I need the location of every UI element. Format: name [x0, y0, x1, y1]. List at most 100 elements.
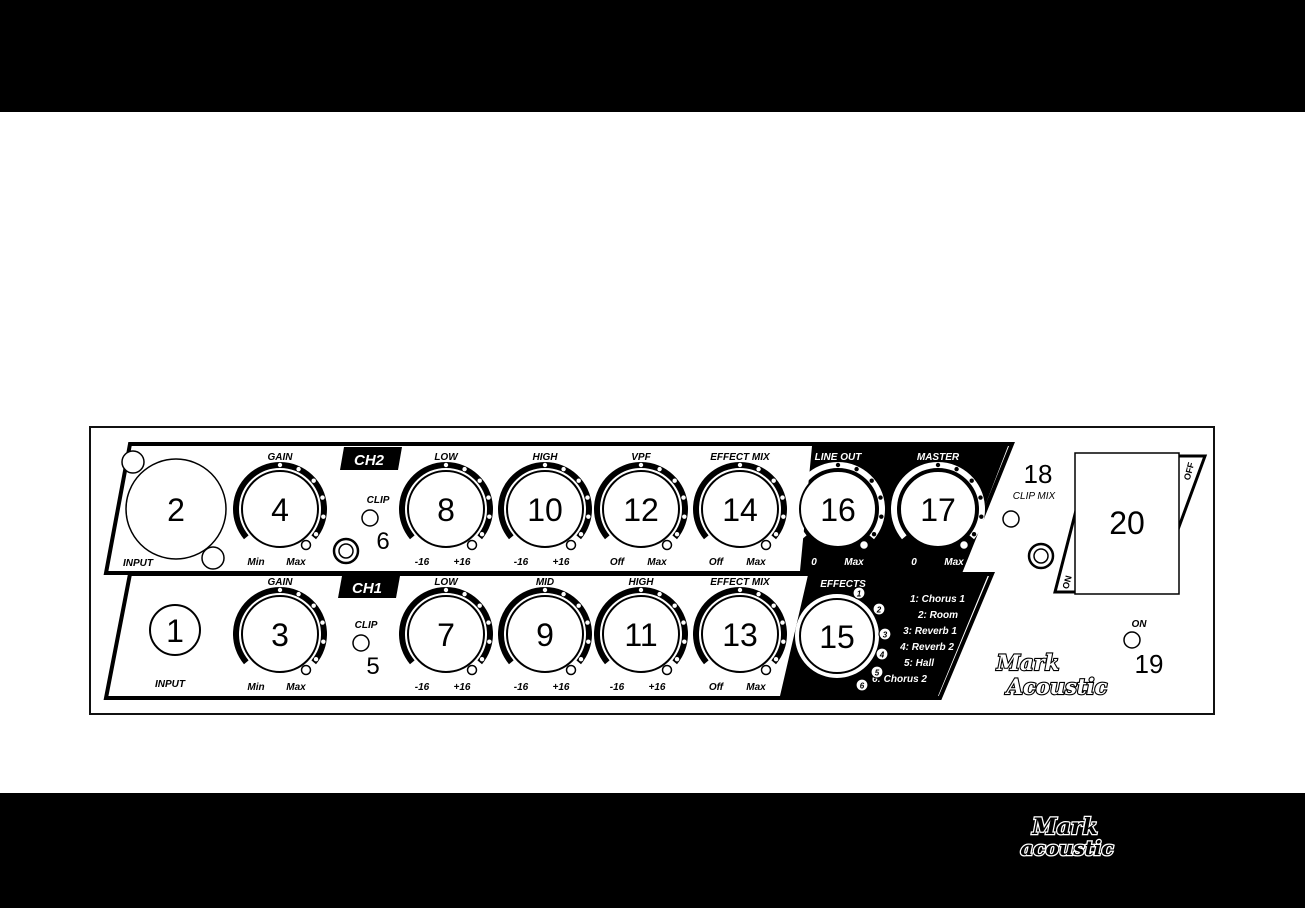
- ch2-vpf-min-label: Off: [610, 557, 626, 568]
- selector-mark-label: 5: [875, 669, 880, 678]
- clip-mix-led: [1002, 510, 1020, 528]
- ch1-high-min-label: -16: [610, 682, 625, 693]
- effect-list-item: 2: Room: [917, 610, 958, 621]
- ch1-mid-end-dot: [565, 664, 577, 676]
- ch1-low-label: LOW: [434, 577, 459, 588]
- tick-dot: [780, 620, 785, 625]
- master-label: MASTER: [917, 452, 960, 463]
- tick-dot: [969, 478, 974, 483]
- ch2-effect-mix-knob-cap: [701, 470, 779, 548]
- power-switch-on-label: ON: [1061, 574, 1074, 590]
- ch2-high-knob-cap: [506, 470, 584, 548]
- header-bar: [0, 0, 1305, 112]
- tick-dot: [277, 587, 283, 593]
- selector-mark-label: 1: [857, 590, 862, 599]
- tick-dot: [971, 532, 977, 537]
- tick-dot: [657, 466, 662, 472]
- ch1-high-number: 11: [624, 617, 657, 653]
- ch2-low-knob-cap: [407, 470, 485, 548]
- ch1-input-jack[interactable]: 1: [149, 604, 201, 656]
- tick-dot: [477, 603, 482, 608]
- tick-dot: [479, 657, 485, 662]
- power-switch[interactable]: 20 ON OFF: [1053, 452, 1208, 595]
- tick-dot: [321, 514, 326, 519]
- tick-dot: [737, 587, 743, 593]
- ch1-effect-mix-label: EFFECT MIX: [710, 577, 771, 588]
- selector-mark-3: [878, 627, 892, 641]
- master-knob-cap: [899, 470, 977, 548]
- tick-dot: [638, 462, 644, 468]
- tick-dot: [854, 466, 859, 472]
- tick-dot: [978, 495, 983, 500]
- tick-dot: [878, 495, 883, 500]
- clip-mix-number: 18: [1024, 459, 1053, 489]
- ch2-badge-label: CH2: [354, 452, 385, 469]
- tick-dot: [486, 620, 491, 625]
- ch2-high-label: HIGH: [533, 452, 559, 463]
- tick-dot: [681, 495, 686, 500]
- ch2-low-max-label: +16: [454, 557, 471, 568]
- tick-dot: [682, 514, 687, 519]
- ch2-input-jack[interactable]: 2: [121, 450, 227, 570]
- ch1-gain-end-dot: [300, 664, 312, 676]
- tick-dot: [979, 514, 984, 519]
- power-led-number: 19: [1135, 649, 1164, 679]
- tick-dot: [576, 478, 581, 483]
- ch1-high-end-dot: [661, 664, 673, 676]
- master-number: 17: [920, 492, 956, 528]
- footswitch-jack[interactable]: [1027, 542, 1055, 570]
- ch1-low-number: 7: [437, 617, 455, 653]
- ch1-mid-min-label: -16: [514, 682, 529, 693]
- ch2-effect-mix-end-dot: [760, 539, 772, 551]
- ch2-gain-max-label: Max: [286, 557, 306, 568]
- ch1-high-max-label: +16: [649, 682, 666, 693]
- ch1-low-end-dot: [466, 664, 478, 676]
- tick-dot: [879, 514, 884, 519]
- tick-dot: [542, 462, 548, 468]
- xlr-latch-icon: [121, 450, 145, 474]
- tick-dot: [773, 532, 779, 537]
- tick-dot: [486, 495, 491, 500]
- power-switch-off-label: OFF: [1182, 461, 1196, 481]
- tick-dot: [585, 495, 590, 500]
- tick-dot: [835, 462, 841, 468]
- master-max-label: Max: [944, 557, 964, 568]
- tick-dot: [756, 591, 761, 597]
- ch2-low-end-dot: [466, 539, 478, 551]
- tick-dot: [771, 603, 776, 608]
- tick-dot: [296, 466, 301, 472]
- ch1-gain-label: GAIN: [268, 577, 294, 588]
- effect-list-item: 4: Reverb 2: [899, 642, 954, 653]
- footer-bar: [0, 793, 1305, 908]
- tick-dot: [311, 603, 316, 608]
- ch1-mid-number: 9: [536, 617, 554, 653]
- ch1-gain-number: 3: [271, 617, 289, 653]
- tick-dot: [781, 639, 786, 644]
- master-min-label: 0: [911, 557, 917, 568]
- panel-brand-line1: Mark: [996, 650, 1059, 675]
- tick-dot: [954, 466, 959, 472]
- footer-brand-line1: Mark: [1031, 814, 1097, 840]
- tick-dot: [443, 587, 449, 593]
- master-knob[interactable]: 17 MASTER 0 Max: [891, 452, 985, 568]
- ch2-aux-jack[interactable]: [332, 537, 360, 565]
- ch2-gain-min-label: Min: [247, 557, 264, 568]
- ch1-badge-label: CH1: [352, 580, 382, 597]
- ch2-gain-number: 4: [271, 492, 289, 528]
- tick-dot: [681, 620, 686, 625]
- effects-selector-knob[interactable]: 15: [795, 594, 879, 678]
- tick-dot: [542, 587, 548, 593]
